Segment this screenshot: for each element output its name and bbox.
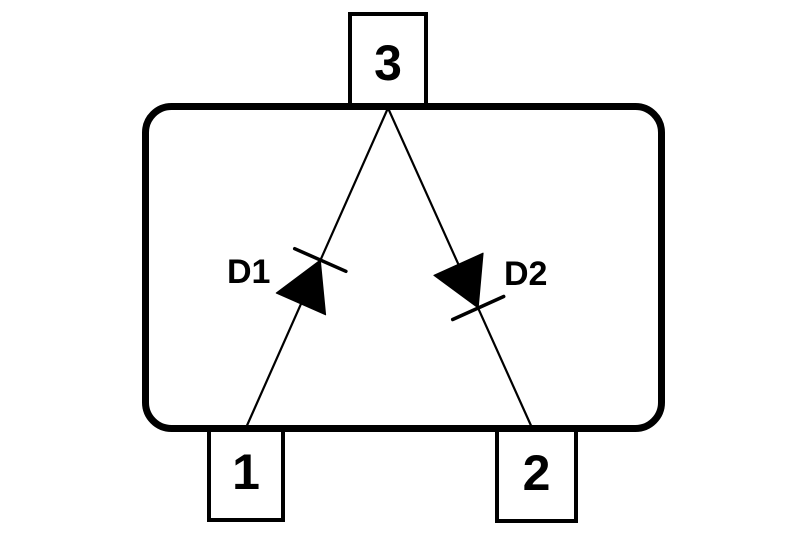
pin1-number-label: 1 [232,444,260,500]
pin3-number-label: 3 [374,35,402,91]
package-body-outline [142,103,665,432]
pin2-number-label: 2 [523,445,551,501]
diode-d1-triangle [275,259,327,316]
diode-d1-cathode-bar [292,246,348,274]
diode-d2-cathode-bar [450,294,506,322]
pin1-lead-box [207,426,285,522]
diode-d1-label: D1 [227,253,270,291]
diode-d2-label: D2 [504,255,547,293]
diode-d2-triangle [433,252,484,309]
